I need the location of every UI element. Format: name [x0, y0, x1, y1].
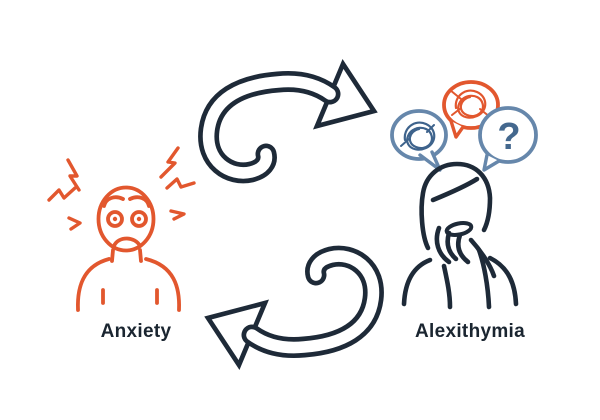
thought-bubbles: ?	[390, 80, 538, 172]
cycle-arrow-bottom-icon	[208, 256, 373, 365]
anxiety-right-pupil	[136, 216, 142, 222]
alexithymia-person-icon	[401, 161, 519, 310]
anxiety-right-brow	[128, 195, 151, 208]
anxiety-left-shoulder	[76, 257, 111, 312]
bolt-mid-left	[47, 186, 77, 202]
anxiety-head	[96, 185, 156, 253]
anxiety-left-pupil	[112, 216, 118, 222]
hand-on-chin	[434, 225, 497, 279]
anxiety-label: Anxiety	[100, 321, 172, 342]
alexithymia-label: Alexithymia	[415, 321, 525, 342]
alexithymia-head	[419, 161, 493, 251]
anxiety-right-eye	[130, 210, 148, 228]
anxiety-neck	[110, 248, 143, 263]
anxiety-person-icon	[76, 185, 181, 312]
anxiety-left-eye	[106, 210, 124, 228]
alexithymia-neck-lines	[441, 247, 492, 310]
alexithymia-right-shoulder	[487, 255, 519, 307]
question-mark: ?	[497, 116, 520, 158]
scribble-bubble-left-icon	[390, 109, 448, 172]
stress-bolts-icon	[47, 146, 196, 231]
tangle-spikes-blue	[400, 124, 435, 147]
anxiety-frown	[112, 236, 142, 248]
anxiety-left-brow	[102, 195, 125, 208]
bolt-top-right	[159, 146, 180, 179]
anxiety-chest-lines	[101, 288, 159, 305]
tangle-scribble-blue	[403, 121, 436, 151]
bolt-small-right	[169, 209, 186, 221]
cycle-arrow-top-icon	[209, 64, 374, 173]
bolt-mid-right	[165, 177, 196, 190]
bolt-small-left	[67, 216, 82, 231]
anxiety-right-shoulder	[144, 257, 181, 312]
tangle-scribble-orange	[454, 89, 487, 119]
bolt-top-left	[66, 158, 81, 192]
alexithymia-hair-fringe	[430, 176, 480, 203]
question-bubble-icon: ?	[478, 106, 538, 172]
alexithymia-left-shoulder	[401, 257, 433, 307]
